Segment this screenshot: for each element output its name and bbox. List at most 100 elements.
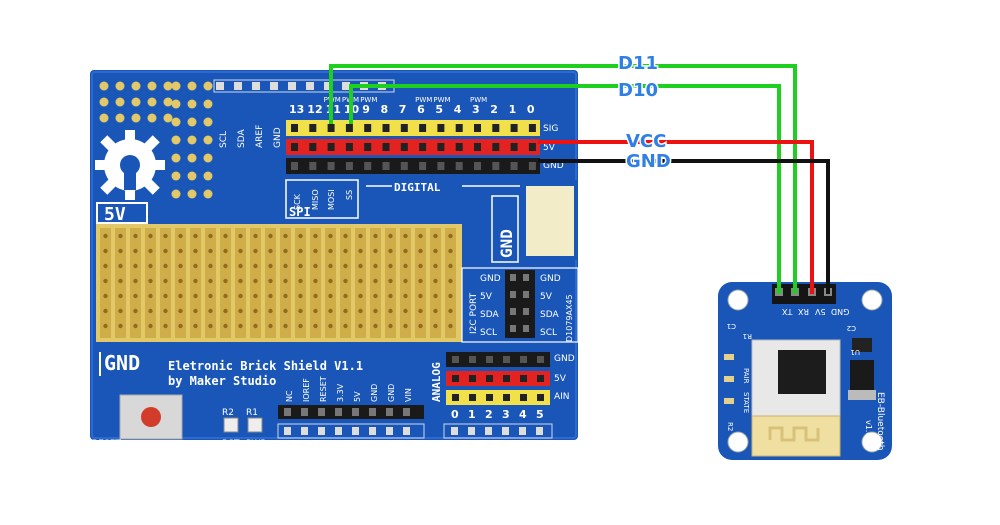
analog-row-5v: 5V	[554, 374, 567, 384]
proto-dot	[163, 81, 173, 91]
mount-hole-br	[861, 431, 883, 453]
component-r2: R2	[726, 422, 734, 431]
proto-strip-hole	[133, 323, 138, 329]
proto-strip-hole	[388, 323, 393, 329]
i2c-header-pin	[523, 308, 529, 315]
proto-strip-hole	[313, 278, 318, 284]
proto-strip-hole	[163, 323, 168, 329]
digital-header-pin	[382, 124, 390, 132]
spi-pin-sck: SCK	[293, 193, 302, 210]
proto-strip-hole	[373, 263, 378, 269]
digital-pin-4: 4	[454, 103, 462, 116]
proto-dot-grid	[99, 81, 213, 199]
proto-strip-hole	[373, 233, 378, 239]
proto-strip-hole	[403, 233, 408, 239]
power-pin-label: GND	[370, 384, 379, 402]
shield-title-line2: by Maker Studio	[168, 374, 276, 388]
proto-strip-hole	[358, 263, 363, 269]
digital-header-pin	[455, 162, 463, 170]
i2c-pin-left: 5V	[480, 292, 493, 302]
power-header-pin	[301, 408, 308, 416]
top-pin-aref: AREF	[255, 125, 265, 148]
proto-strip-hole	[283, 323, 288, 329]
spi-box	[285, 179, 359, 219]
proto-strip-hole	[298, 278, 303, 284]
spi-pin-miso: MISO	[311, 189, 320, 210]
proto-strip-hole	[208, 263, 213, 269]
proto-strip-hole	[193, 263, 198, 269]
top-header-pin	[342, 82, 350, 90]
proto-strip-hole	[448, 233, 453, 239]
digital-header-pin	[474, 143, 481, 151]
power-header-pin	[386, 408, 393, 416]
proto-strip-hole	[118, 263, 123, 269]
proto-strip-hole	[238, 308, 243, 314]
digital-header-pin	[345, 124, 353, 132]
analog-bottom-outline	[443, 423, 553, 439]
digital-header-pin	[474, 124, 481, 132]
digital-headers	[286, 120, 540, 174]
power-pin-label: 3.3V	[336, 383, 345, 402]
proto-strip-hole	[193, 248, 198, 254]
power-header-pin	[284, 408, 291, 416]
power-header-body	[278, 405, 424, 419]
proto-dot	[203, 117, 213, 127]
analog-header-pin	[503, 394, 510, 401]
digital-header-pin	[382, 143, 390, 151]
proto-strip-hole	[283, 308, 288, 314]
analog-row-ain: AIN	[554, 392, 570, 402]
proto-strip-hole	[268, 233, 273, 239]
proto-strip-hole	[133, 263, 138, 269]
module-pin-label: GND	[831, 307, 849, 316]
power-bottom-pin	[369, 427, 376, 435]
proto-strip-hole	[223, 248, 228, 254]
proto-dot	[203, 153, 213, 163]
proto-strip-hole	[163, 233, 168, 239]
digital-header-pin	[345, 162, 353, 170]
proto-strip-hole	[298, 248, 303, 254]
analog-header-pin	[503, 375, 510, 382]
proto-strip-hole	[238, 323, 243, 329]
power-bottom-pin	[284, 427, 291, 435]
proto-strip-hole	[388, 248, 393, 254]
proto-strip-hole	[193, 293, 198, 299]
proto-strip-hole	[403, 323, 408, 329]
wire-vcc	[538, 140, 814, 294]
top-header-pin	[306, 82, 314, 90]
digital-header-pin	[327, 143, 335, 151]
i2c-header-pin	[523, 325, 529, 332]
digital-header-pin	[528, 162, 536, 170]
proto-strip-hole	[103, 278, 108, 284]
digital-header-pin	[510, 124, 518, 132]
digital-pin-0: 0	[527, 103, 535, 116]
proto-strip-hole	[388, 278, 393, 284]
proto-strip-hole	[178, 233, 183, 239]
digital-pin-5: 5	[435, 103, 443, 116]
proto-strip-hole	[343, 248, 348, 254]
proto-strip-hole	[298, 263, 303, 269]
proto-strip-hole	[328, 293, 333, 299]
proto-strip-hole	[373, 248, 378, 254]
proto-strip-hole	[328, 323, 333, 329]
power-bottom-outline	[277, 423, 425, 439]
proto-strip-hole	[208, 233, 213, 239]
voltage-regulator	[850, 360, 874, 390]
i2c-pin-right: SDA	[540, 310, 559, 320]
proto-strip-hole	[268, 263, 273, 269]
proto-strip-hole	[133, 293, 138, 299]
proto-strip-hole	[103, 293, 108, 299]
proto-strip-hole	[313, 248, 318, 254]
proto-dot	[171, 171, 181, 181]
proto-strip-hole	[328, 308, 333, 314]
proto-strip-hole	[403, 308, 408, 314]
proto-strip-hole	[163, 248, 168, 254]
wires	[329, 64, 830, 294]
proto-strip-hole	[193, 308, 198, 314]
proto-strip-hole	[223, 293, 228, 299]
proto-strip-hole	[448, 278, 453, 284]
power-bottom-pin	[335, 427, 342, 435]
